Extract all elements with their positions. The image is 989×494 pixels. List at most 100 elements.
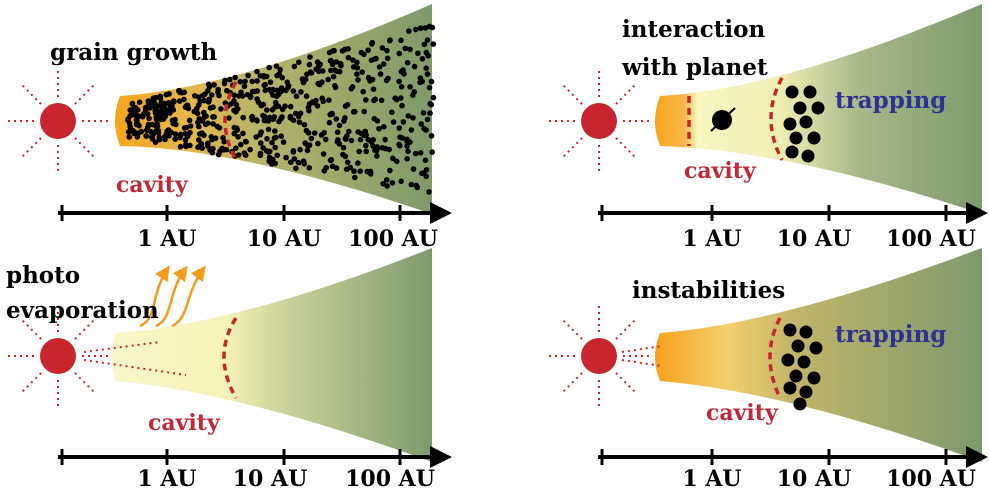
- dust-grain: [428, 133, 435, 139]
- dust-grain: [233, 109, 239, 115]
- dust-grain: [272, 99, 279, 106]
- dust-grain: [201, 109, 207, 116]
- dust-grain: [314, 59, 321, 65]
- tick-label-10au: 10 AU: [777, 466, 852, 492]
- dust-grain: [343, 166, 350, 173]
- tick-label-10au: 10 AU: [777, 226, 852, 252]
- panel-title: photo: [6, 262, 80, 289]
- dust-grain: [336, 68, 343, 75]
- dust-grain: [404, 143, 410, 149]
- dust-grain: [221, 80, 228, 87]
- dust-grain: [245, 72, 251, 79]
- dust-grain: [176, 98, 183, 104]
- dust-grain: [418, 121, 425, 127]
- star-ray: [74, 319, 95, 340]
- dust-grain: [382, 136, 388, 143]
- dust-grain: [152, 139, 159, 146]
- dust-grain: [136, 99, 143, 106]
- dust-grain: [344, 133, 350, 139]
- dust-grain: [272, 128, 278, 134]
- dust-grain: [152, 122, 159, 129]
- dust-grain: [356, 148, 363, 155]
- trapped-dust-clump: [783, 85, 825, 163]
- dust-grain: [322, 136, 329, 143]
- dust-grain: [254, 96, 260, 102]
- dust-grain: [373, 55, 379, 62]
- dust-grain: [807, 371, 821, 385]
- dust-grain: [270, 92, 276, 98]
- dust-grain: [205, 99, 212, 105]
- dust-grain: [129, 101, 136, 107]
- dust-grain: [306, 165, 313, 171]
- tick-label-100au: 100 AU: [348, 226, 438, 252]
- dust-grain: [277, 66, 284, 73]
- dust-grain: [405, 113, 412, 119]
- dust-grain: [169, 117, 176, 124]
- dust-grain: [274, 72, 281, 79]
- dust-grain: [333, 165, 340, 171]
- dust-grain: [327, 157, 334, 164]
- dust-grain: [374, 153, 380, 159]
- dust-grain: [789, 369, 803, 383]
- dust-grain: [167, 110, 173, 116]
- dust-grain: [257, 73, 264, 79]
- dust-grain: [801, 149, 815, 163]
- dust-grain: [377, 71, 384, 77]
- dust-grain: [380, 61, 387, 67]
- panel-title: evaporation: [6, 297, 159, 324]
- dust-grain: [152, 94, 159, 101]
- dust-grain: [266, 64, 273, 71]
- dust-grain: [783, 381, 797, 395]
- dust-grain: [407, 139, 413, 145]
- dust-grain: [269, 139, 275, 146]
- star-ray: [562, 319, 583, 340]
- dust-grain: [803, 85, 817, 99]
- dust-grain: [365, 47, 372, 53]
- star-ray: [74, 137, 95, 158]
- dust-grain: [125, 129, 132, 135]
- dust-grain: [249, 78, 255, 85]
- dust-grain: [390, 155, 396, 162]
- dust-grain: [424, 37, 431, 43]
- dust-grain: [396, 50, 403, 57]
- dust-grain: [132, 129, 138, 136]
- planet-icon: [710, 107, 736, 132]
- dust-grain: [125, 116, 131, 122]
- dust-grain: [233, 145, 239, 151]
- dust-grain: [291, 156, 298, 162]
- panel-photoevaporation: photo evaporation cavity 1 AU 10 AU 100 …: [6, 248, 452, 492]
- dust-grain: [429, 24, 436, 31]
- star-icon: [549, 71, 649, 171]
- dust-grain: [791, 339, 805, 353]
- dust-grain: [415, 50, 421, 57]
- panel-planet-interaction: interaction with planet trapping cavity …: [549, 4, 988, 252]
- dust-grain: [336, 122, 343, 129]
- dust-grain: [411, 63, 418, 70]
- dust-grain: [311, 130, 318, 136]
- dust-grain: [419, 170, 425, 177]
- dust-grain: [340, 151, 346, 158]
- dust-grain: [370, 143, 376, 149]
- dust-grain: [404, 156, 410, 162]
- dust-grain: [287, 103, 294, 110]
- dust-grain: [177, 143, 184, 150]
- dust-grain: [209, 149, 216, 156]
- dust-grain: [354, 71, 360, 77]
- dust-grain: [196, 137, 202, 143]
- tick-label-1au: 1 AU: [137, 226, 196, 252]
- dust-grain: [183, 124, 190, 131]
- dust-grain: [429, 149, 436, 155]
- dust-grain: [233, 125, 240, 131]
- star-ray: [74, 84, 95, 105]
- dust-grain: [364, 168, 371, 175]
- dust-grain: [280, 139, 287, 145]
- dust-grain: [154, 108, 161, 114]
- dust-grain: [315, 140, 321, 147]
- dust-grain: [355, 77, 361, 83]
- dust-grain: [237, 79, 244, 85]
- dust-grain: [399, 102, 405, 109]
- dust-grain: [320, 151, 327, 157]
- dust-grain: [136, 122, 142, 129]
- dust-grain: [264, 107, 270, 113]
